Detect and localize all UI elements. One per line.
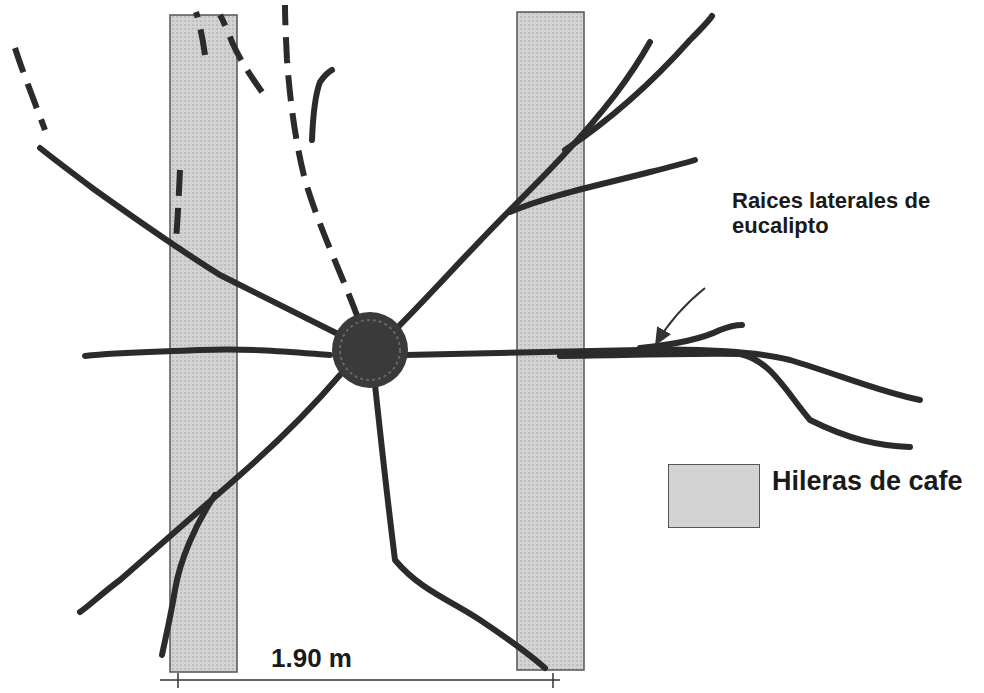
legend-swatch xyxy=(668,464,760,528)
legend-text: Hileras de cafe xyxy=(772,466,963,497)
coffee-row xyxy=(517,12,584,670)
callout-label: Raices laterales de eucalipto xyxy=(732,188,932,239)
tree-base-texture xyxy=(340,320,400,380)
dimension-line xyxy=(160,673,560,688)
dashed-roots xyxy=(15,5,358,318)
tree-base xyxy=(332,312,408,388)
dimension-label: 1.90 m xyxy=(268,644,355,674)
leader-arrow xyxy=(656,288,705,344)
eucalyptus-roots xyxy=(40,16,920,668)
